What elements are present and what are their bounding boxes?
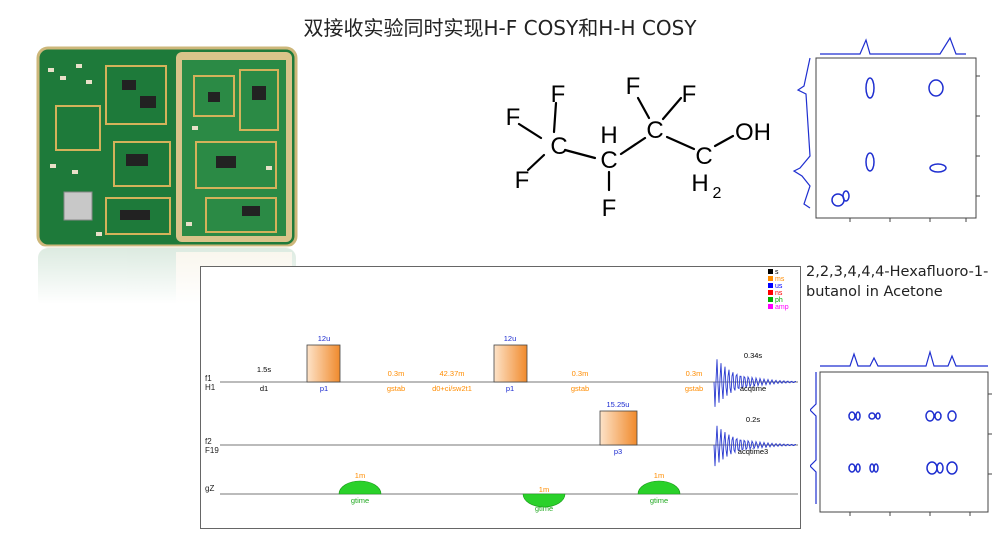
h1-label: d0+ci/sw2t1 — [432, 384, 472, 393]
h1-label: gstab — [387, 384, 405, 393]
bond — [661, 96, 683, 121]
h1-label: p1 — [320, 384, 328, 393]
legend-entry: ns — [775, 290, 783, 297]
f19-fid — [713, 425, 797, 467]
bond — [665, 135, 696, 151]
legend-entry: us — [775, 283, 783, 290]
f19-label: acqtime3 — [738, 447, 768, 456]
h1-label: gstab — [571, 384, 589, 393]
bond — [526, 153, 546, 172]
gz-duration: 1m — [539, 485, 549, 494]
legend-entry: ms — [775, 276, 785, 283]
hh-cosy-spectrum — [810, 349, 992, 516]
f19-duration: 15.25u — [607, 400, 630, 409]
bond — [619, 136, 647, 156]
legend-entry: s — [775, 269, 779, 276]
panel-frame — [200, 266, 801, 529]
legend-swatch — [768, 304, 773, 309]
h1-pulse-p1 — [493, 344, 528, 383]
gz-duration: 1m — [355, 471, 365, 480]
gz-gradient-lobe — [522, 493, 566, 508]
legend-swatch — [768, 290, 773, 295]
atom-c: C — [550, 133, 567, 160]
channel-f19-label: F19 — [205, 446, 219, 455]
gz-label: gtime — [650, 496, 668, 505]
page-title: 双接收实验同时实现H-F COSY和H-H COSY — [303, 16, 697, 40]
cross-peak — [842, 190, 850, 202]
h1-label: d1 — [260, 384, 268, 393]
pcb-board-photo — [36, 46, 300, 304]
legend-swatch — [768, 269, 773, 274]
left-projection — [792, 57, 811, 209]
top-projection — [820, 36, 966, 55]
spectrum-frame — [815, 57, 977, 219]
legend-entry: ph — [775, 297, 783, 304]
molecule-caption: 2,2,3,4,4,4-Hexafluoro-1-butanol in Acet… — [806, 264, 989, 300]
cross-peak — [865, 152, 875, 172]
h1-duration: 0.34s — [744, 351, 763, 360]
atom-h: H — [600, 122, 617, 149]
atom-f: F — [626, 73, 641, 100]
atom-c: C — [600, 147, 617, 174]
bond — [552, 101, 558, 134]
gz-label: gtime — [351, 496, 369, 505]
cross-peak — [928, 79, 944, 97]
bond — [636, 96, 651, 120]
channel-h1-label: H1 — [205, 383, 216, 392]
legend-entry: amp — [775, 304, 789, 311]
atom-c: C — [695, 143, 712, 170]
h1-duration: 1.5s — [257, 365, 271, 374]
h1-duration: 12u — [504, 334, 517, 343]
channel-f2-label: f2 — [205, 437, 212, 446]
gz-label: gtime — [535, 504, 553, 513]
gz-duration: 1m — [654, 471, 664, 480]
hf-cosy-spectrum — [792, 36, 980, 222]
bond — [713, 134, 735, 148]
bond — [517, 122, 543, 140]
fid-trace — [713, 425, 797, 467]
atom-f: F — [682, 81, 697, 108]
atom-f: F — [602, 195, 617, 222]
legend-swatch — [768, 276, 773, 281]
f19-label: p3 — [614, 447, 622, 456]
h1-label: p1 — [506, 384, 514, 393]
h1-fid — [713, 359, 796, 407]
atom-c: C — [646, 117, 663, 144]
fid-trace — [713, 359, 796, 407]
cross-peak — [865, 77, 875, 99]
atom-f: F — [551, 81, 566, 108]
atom-f: F — [515, 167, 530, 194]
top-projection — [820, 349, 988, 367]
channel-f1-label: f1 — [205, 374, 212, 383]
gz-gradient-lobe — [637, 480, 681, 495]
h1-label: acqtime — [740, 384, 766, 393]
channel-gz-label: gZ — [205, 484, 214, 493]
molecule-structure: F F F C H C F C F F C OH H 2 — [506, 73, 771, 222]
atom-h2-subscript: 2 — [713, 185, 722, 202]
gz-gradient-lobe — [338, 480, 382, 495]
bond — [563, 148, 597, 160]
cross-peak — [929, 163, 947, 173]
h1-label: gstab — [685, 384, 703, 393]
h1-duration: 0.3m — [388, 369, 405, 378]
left-projection — [810, 372, 817, 504]
h1-pulse-p1 — [306, 344, 341, 383]
h1-duration: 12u — [318, 334, 331, 343]
f19-pulse-p3 — [599, 410, 638, 446]
atom-oh: OH — [735, 119, 771, 146]
h1-duration: 0.3m — [572, 369, 589, 378]
h1-duration: 42.37m — [439, 369, 464, 378]
f19-duration: 0.2s — [746, 415, 760, 424]
spectrum-frame — [819, 371, 989, 513]
legend-swatch — [768, 297, 773, 302]
atom-h2: H — [691, 170, 708, 197]
h1-duration: 0.3m — [686, 369, 703, 378]
atom-f: F — [506, 104, 521, 131]
legend-swatch — [768, 283, 773, 288]
